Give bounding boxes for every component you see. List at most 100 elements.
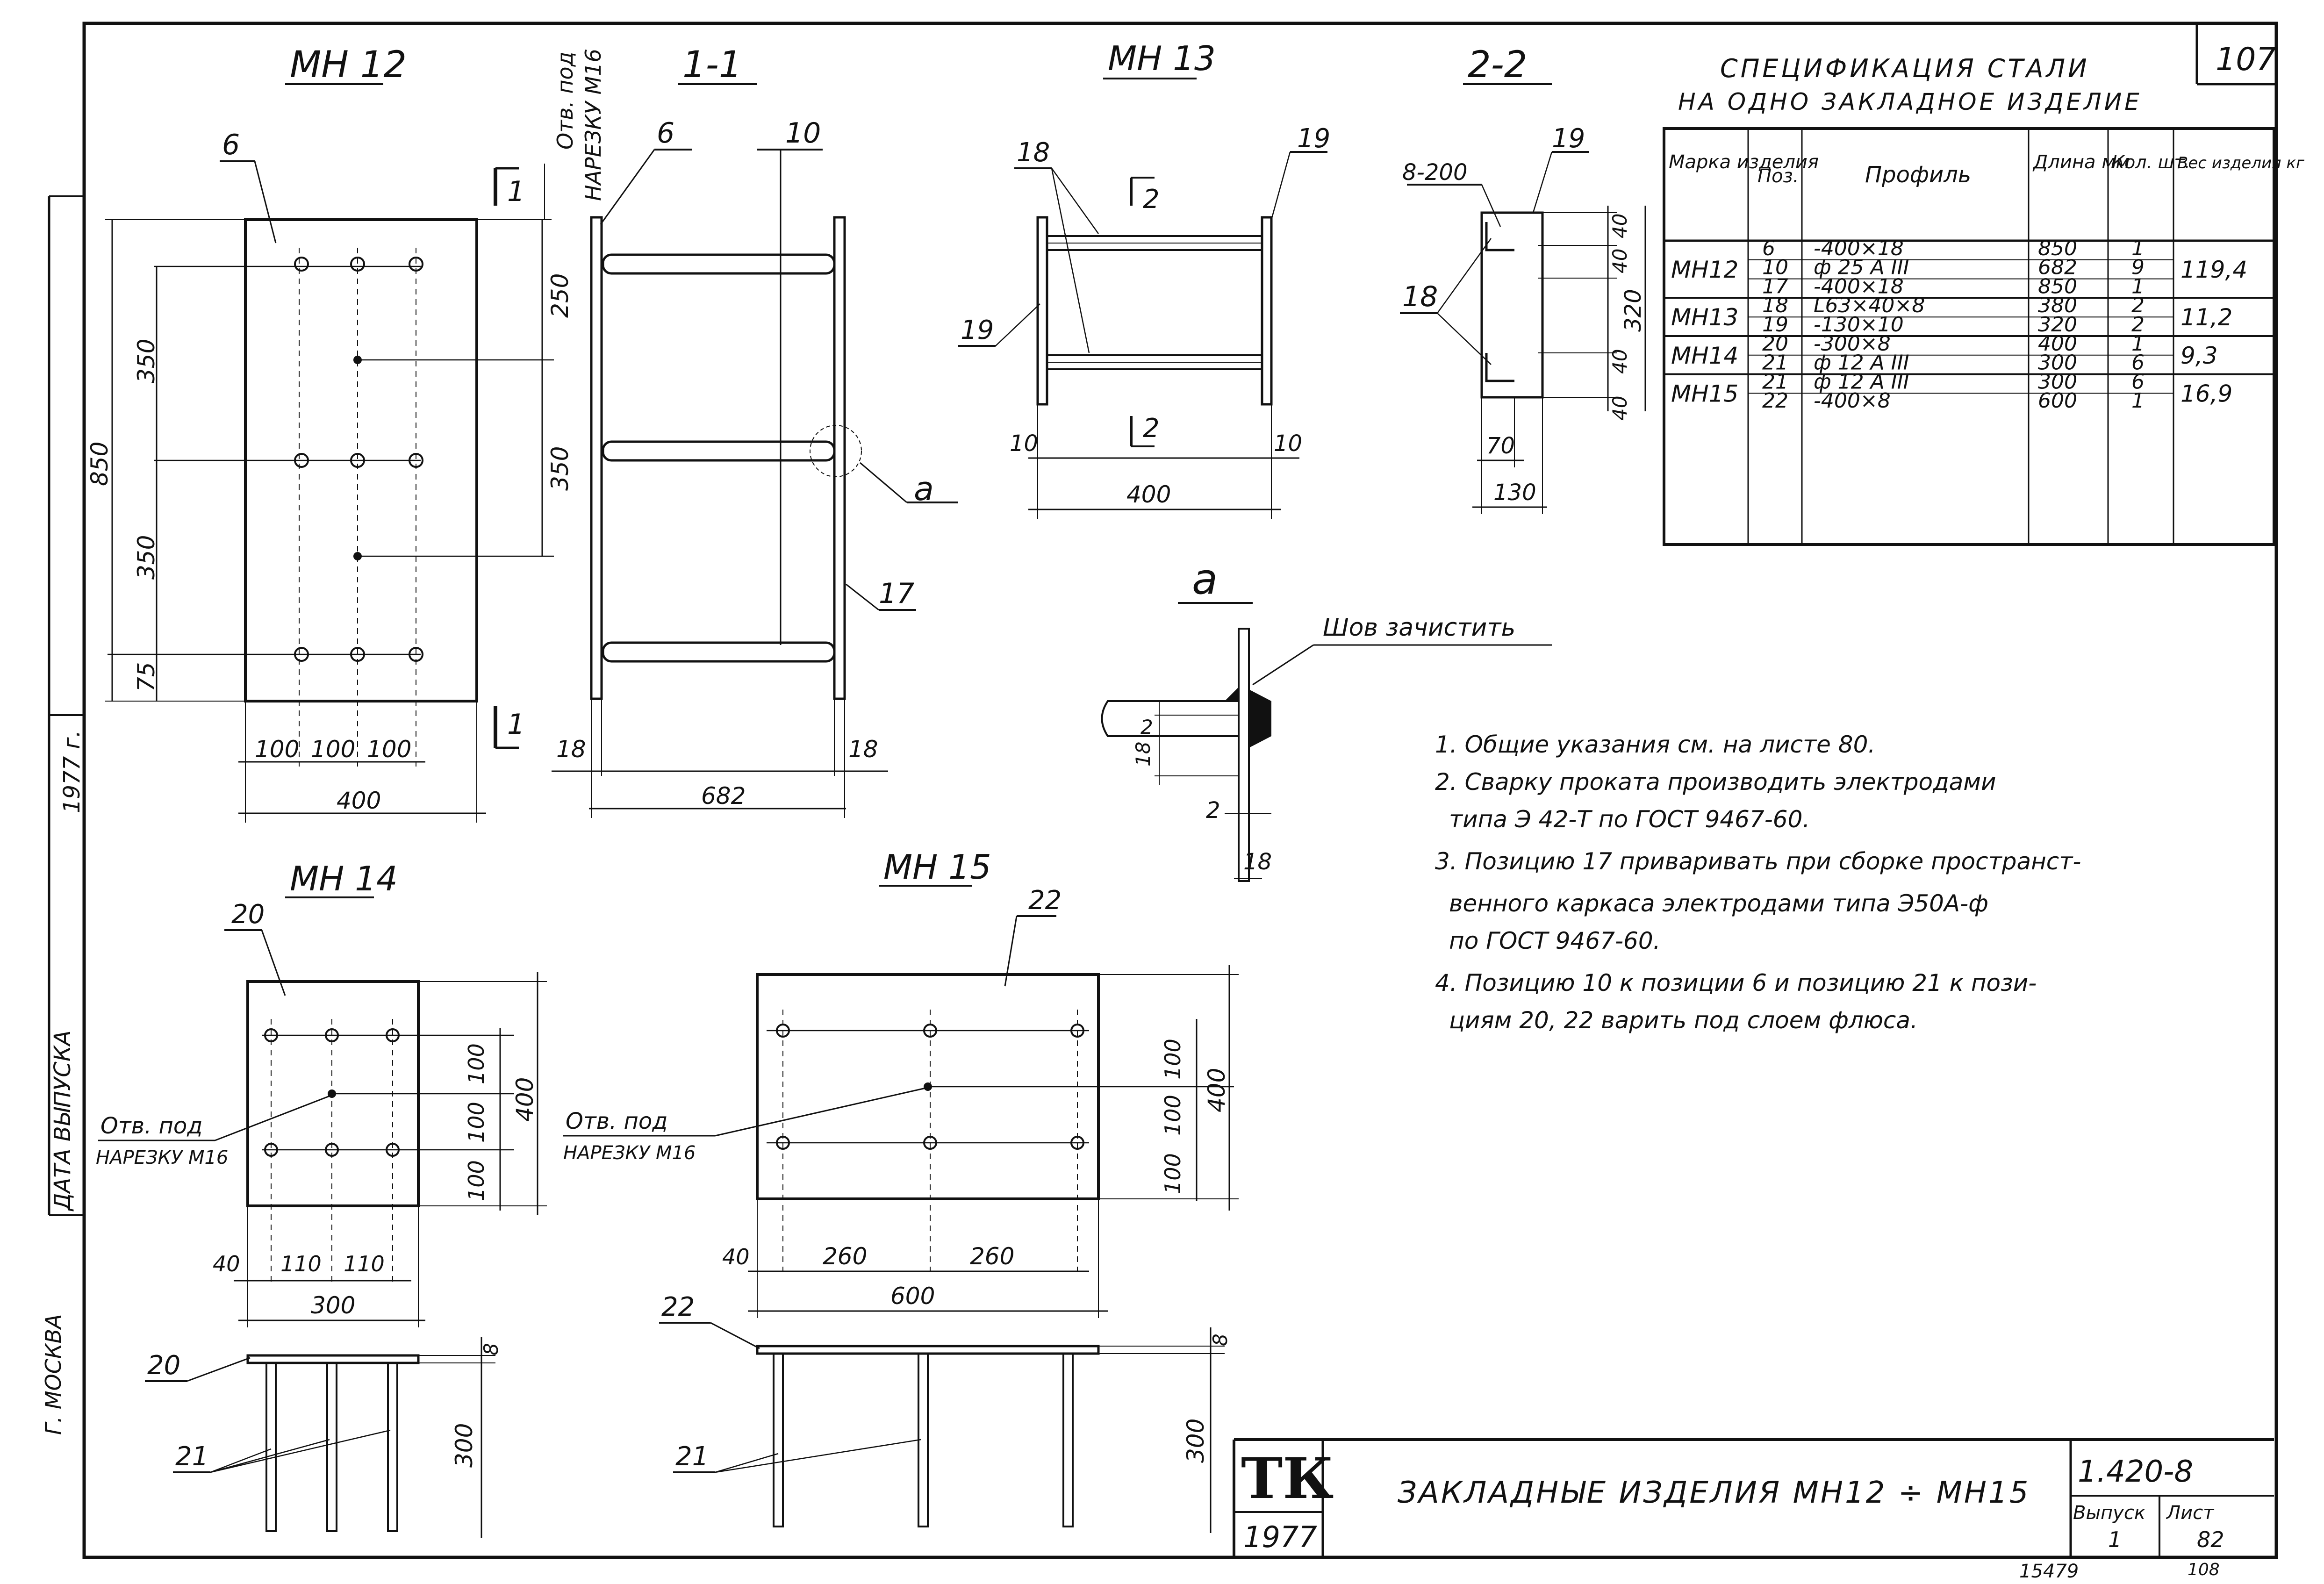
footer-page: 108 — [2188, 1560, 2220, 1579]
mn14-vdim-2: 100 — [464, 1102, 489, 1143]
spec-cell: 850 — [2038, 237, 2077, 260]
spec-cell: 400 — [2038, 332, 2077, 356]
mn14-length: 300 — [451, 1423, 478, 1468]
mn14-hole-label-2: НАРЕЗКУ М16 — [96, 1147, 228, 1168]
mn14-pos-plate: 20 — [231, 899, 265, 930]
sec22-dim-40b: 40 — [1608, 249, 1631, 273]
sec22-weld: 8-200 — [1402, 159, 1467, 186]
mn14-elevation — [145, 1337, 495, 1538]
spec-cell: 21 — [1762, 351, 1788, 375]
strip-city: Г. МОСКВА — [41, 1314, 66, 1435]
spec-cell: 380 — [2038, 294, 2077, 317]
title-year: 1977 — [1243, 1520, 1317, 1554]
spec-header-weight: Вес изделия кг — [2177, 154, 2305, 172]
sec22-pos-angle: 18 — [1402, 280, 1438, 313]
spec-cell: ф 12 А III — [1814, 351, 1909, 375]
sec11-pos-bar: 10 — [785, 117, 821, 150]
spec-cell: -400×18 — [1814, 274, 1904, 298]
spec-cell: 1 — [2131, 274, 2145, 298]
detail-dim-18b: 18 — [1243, 849, 1272, 875]
mn15-vdim-total: 400 — [1203, 1068, 1230, 1112]
mn13-title: МН 13 — [1108, 39, 1216, 78]
spec-cell: 21 — [1762, 370, 1788, 394]
sec11-thk-right: 18 — [848, 736, 878, 763]
spec-subtitle: НА ОДНО ЗАКЛАДНОЕ ИЗДЕЛИЕ — [1678, 88, 2142, 115]
mn12-hole-label-1: Отв. под — [552, 52, 578, 150]
note-line: циям 20, 22 варить под слоем флюса. — [1449, 1007, 1918, 1034]
spec-cell: 850 — [2038, 274, 2077, 298]
spec-header-pos: Поз. — [1757, 165, 1799, 187]
spec-cell: 600 — [2038, 389, 2077, 413]
mn15-width: 600 — [890, 1283, 935, 1310]
mn14-hole-label-1: Отв. под — [100, 1113, 202, 1139]
mn12-dim-75: 75 — [133, 662, 160, 692]
detail-dim-2b: 2 — [1206, 797, 1220, 824]
spec-cell: 18 — [1762, 294, 1788, 317]
title-block — [1233, 1438, 2274, 1557]
footer-inventory: 15479 — [2019, 1561, 2079, 1582]
spec-cell: 2 — [2131, 294, 2145, 317]
strip-year: 1977 г. — [59, 730, 85, 813]
mn15-elevation — [659, 1322, 1225, 1533]
detail-a — [1101, 628, 1552, 882]
sec11-thk-left: 18 — [556, 736, 586, 763]
mn12-dim-350a: 350 — [133, 339, 160, 383]
spec-cell: 20 — [1762, 332, 1788, 356]
sec22-dim-320: 320 — [1620, 289, 1646, 332]
spec-cell: 2 — [2131, 313, 2145, 337]
sheet-frame — [82, 22, 2278, 1559]
mn15-hdim-260b: 260 — [970, 1243, 1014, 1270]
mn15-elev-pos-bar: 21 — [675, 1441, 709, 1472]
general-notes: 1. Общие указания см. на листе 80. 2. Св… — [1435, 731, 2081, 1034]
note-line: 3. Позицию 17 приваривать при сборке про… — [1435, 848, 2081, 875]
side-strip — [48, 195, 84, 1216]
mn12-plan — [105, 160, 554, 823]
spec-cell: 6 — [1762, 237, 1775, 260]
mn14-title: МН 14 — [290, 859, 398, 898]
detail-note: Шов зачистить — [1323, 614, 1515, 642]
mn15-vdim-1: 100 — [1160, 1039, 1185, 1080]
spec-cell: -400×8 — [1814, 389, 1891, 413]
mn14-elev-pos-plate: 20 — [147, 1350, 180, 1381]
mn12-dim-total: 850 — [86, 442, 113, 486]
sec22-dim-40a: 40 — [1608, 214, 1631, 238]
mn12-hole-label-2: НАРЕЗКУ М16 — [581, 49, 606, 201]
section-1-1 — [552, 149, 958, 818]
title-org: ТК — [1241, 1446, 1334, 1512]
spec-header-profile: Профиль — [1865, 162, 1971, 188]
sec11-pos-plate: 6 — [657, 117, 674, 150]
sec11-detail-mark: а — [914, 470, 934, 508]
detail-title: а — [1192, 555, 1218, 604]
mn15-vdim-3: 100 — [1160, 1153, 1185, 1194]
mn14-width: 300 — [311, 1292, 355, 1319]
sec22-dim-40c: 40 — [1608, 349, 1631, 374]
spec-cell: 19 — [1762, 313, 1788, 337]
mn15-hole-label-2: НАРЕЗКУ М16 — [563, 1142, 696, 1164]
mn12-dim-250: 250 — [546, 273, 574, 318]
section-2-2 — [1400, 151, 1646, 514]
mn15-hdim-260a: 260 — [823, 1243, 867, 1270]
mn13-view — [958, 151, 1327, 519]
mn14-hdim-110a: 110 — [280, 1251, 322, 1276]
spec-header-qty: Кол. шт. — [2112, 152, 2190, 172]
spec-cell: 682 — [2038, 256, 2077, 280]
spec-cell: ф 25 А III — [1814, 256, 1909, 280]
spec-cell: 10 — [1762, 256, 1788, 280]
sec22-pos-plate: 19 — [1552, 123, 1585, 154]
mn12-dim-100b: 100 — [311, 736, 355, 763]
mn13-dim-10a: 10 — [1010, 430, 1038, 457]
mn15-hdim-40: 40 — [722, 1244, 750, 1269]
mn15-pos-plate: 22 — [1028, 885, 1062, 916]
mn12-dim-100a: 100 — [255, 736, 299, 763]
sheet-number: 107 — [2216, 41, 2276, 78]
mn13-pos-plate: 19 — [1297, 123, 1330, 154]
mn15-hole-label-1: Отв. под — [566, 1108, 667, 1134]
mn14-plan — [98, 929, 547, 1327]
mn14-hdim-40: 40 — [213, 1251, 240, 1276]
sec22-dim-70: 70 — [1486, 433, 1515, 459]
note-line: типа Э 42-Т по ГОСТ 9467-60. — [1449, 806, 1810, 833]
title-sheet: 82 — [2197, 1527, 2224, 1552]
spec-weight: 16,9 — [2181, 380, 2232, 407]
